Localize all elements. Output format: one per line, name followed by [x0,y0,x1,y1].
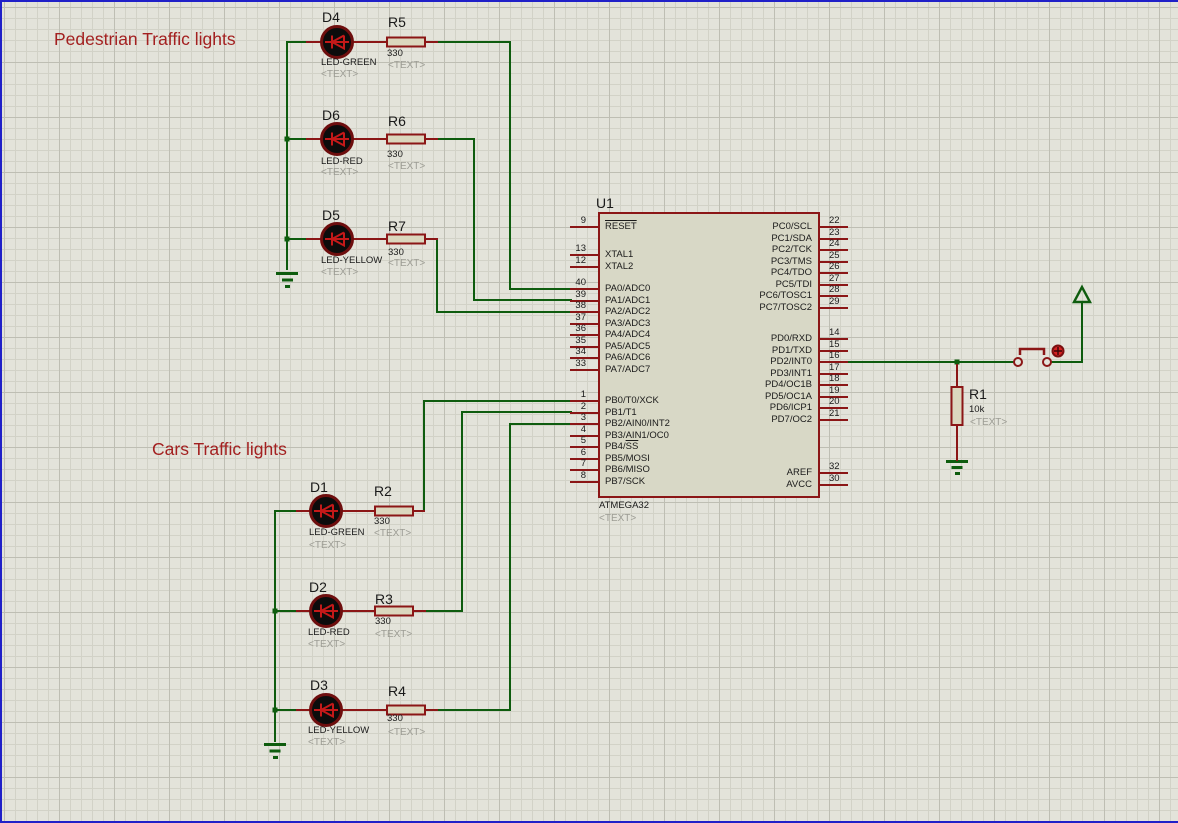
resistor-value: 330 [387,48,403,59]
led-d5-symbol[interactable] [320,222,354,256]
led-symbols [309,25,354,727]
ground-symbol-pedestrian[interactable] [276,272,298,288]
led-d3-symbol[interactable] [309,693,343,727]
led-ref: D3 [310,677,328,693]
led-text-placeholder: <TEXT> [321,167,359,178]
junction-dot [284,136,290,142]
wire-r2-pb0 [423,400,572,511]
led-ref: D2 [309,579,327,595]
led-text-placeholder: <TEXT> [309,540,347,551]
resistor-r6-body[interactable] [386,133,426,145]
resistor-r2-body[interactable] [374,505,414,517]
resistor-ref: R6 [388,113,406,129]
resistor-value: 330 [387,713,403,724]
led-ref: D1 [310,479,328,495]
led-d4-symbol[interactable] [320,25,354,59]
junction-dot [954,359,960,365]
led-text-placeholder: <TEXT> [308,737,346,748]
resistor-text-placeholder: <TEXT> [388,727,426,738]
junction-dot [272,608,278,614]
mcu-part-label: ATMEGA32 [599,500,649,511]
led-value: LED-RED [321,156,363,167]
mcu-ref-label: U1 [596,195,614,211]
junction-dots [272,136,960,713]
mcu-text-placeholder: <TEXT> [599,513,637,524]
wire-pedestrian-ground-bus [286,41,307,270]
resistor-ref: R2 [374,483,392,499]
led-value: LED-YELLOW [308,725,370,736]
resistor-text-placeholder: <TEXT> [970,417,1008,428]
led-value: LED-GREEN [309,527,365,538]
led-d2-symbol[interactable] [309,594,343,628]
resistor-r3-body[interactable] [374,605,414,617]
resistor-value: 330 [374,516,390,527]
resistor-value: 10k [969,404,985,415]
resistor-ref: R1 [969,386,987,402]
led-ref: D4 [322,9,340,25]
led-d1-symbol[interactable] [309,494,343,528]
resistor-value: 330 [388,247,404,258]
resistor-ref: R7 [388,218,406,234]
led-text-placeholder: <TEXT> [321,69,359,80]
wire-cars-ground-bus [274,510,296,742]
led-d6-symbol[interactable] [320,122,354,156]
led-value: LED-GREEN [321,57,377,68]
button-actuator-icon[interactable] [1051,344,1065,358]
resistor-text-placeholder: <TEXT> [388,60,426,71]
wire-r5-pa0 [437,41,572,290]
resistor-value: 330 [375,616,391,627]
resistor-value: 330 [387,149,403,160]
led-value: LED-RED [308,627,350,638]
led-ref: D5 [322,207,340,223]
resistor-r4-body[interactable] [386,704,426,716]
led-value: LED-YELLOW [321,255,383,266]
wire-r3-pb1 [425,411,572,612]
junction-dot [272,707,278,713]
resistor-r1-body[interactable] [950,386,964,426]
ground-symbol-cars[interactable] [264,743,286,759]
junction-dot [284,236,290,242]
resistor-text-placeholder: <TEXT> [374,528,412,539]
wire-r6-pa1 [437,138,572,301]
resistor-ref: R5 [388,14,406,30]
resistor-text-placeholder: <TEXT> [375,629,413,640]
ground-symbol-r1[interactable] [946,460,968,475]
led-text-placeholder: <TEXT> [321,267,359,278]
resistor-text-placeholder: <TEXT> [388,258,426,269]
resistor-ref: R3 [375,591,393,607]
component-leads [296,41,958,711]
power-arrow-icon[interactable] [1072,284,1092,304]
section-title-pedestrian: Pedestrian Traffic lights [54,29,236,49]
resistor-r7-body[interactable] [386,233,426,245]
led-ref: D6 [322,107,340,123]
resistor-r5-body[interactable] [386,36,426,48]
wire-r7-pa2 [436,239,572,313]
resistor-ref: R4 [388,683,406,699]
push-button[interactable] [1013,344,1065,367]
mcu-atmega32-body[interactable] [598,212,820,498]
resistor-text-placeholder: <TEXT> [388,161,426,172]
section-title-cars: Cars Traffic lights [152,439,287,459]
wire-r4-pb2 [437,423,572,711]
wire-button-vcc [1051,303,1083,363]
led-text-placeholder: <TEXT> [308,639,346,650]
